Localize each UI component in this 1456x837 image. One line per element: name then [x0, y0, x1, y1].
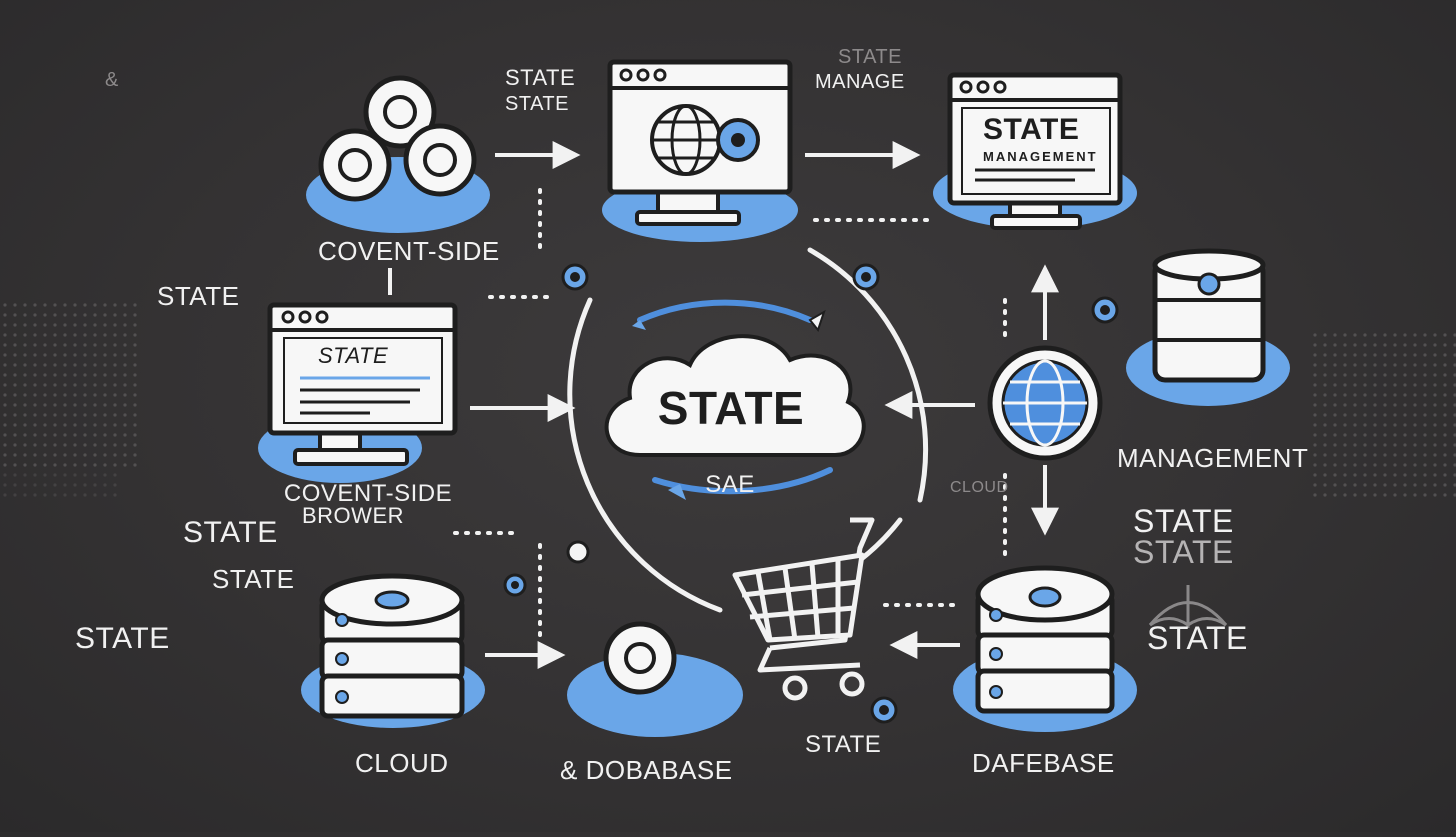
umbrella-icon [1148, 585, 1228, 628]
faint-label: & [105, 69, 119, 91]
left-state-label: STATE [157, 281, 240, 311]
center-title: STATE [657, 382, 805, 434]
browser-globe-icon [602, 59, 798, 242]
browser-left-title: STATE [318, 343, 389, 368]
shopping-cart-icon [732, 517, 875, 701]
left-state-label-3: STATE [212, 564, 295, 594]
manage-label: MANAGE [815, 71, 905, 93]
state-arrow-label-2: STATE [505, 93, 569, 115]
browser-document-icon [933, 72, 1137, 230]
database-right-label: DAFEBASE [972, 748, 1115, 778]
central-cycle-ring [561, 247, 929, 613]
central-cloud [604, 334, 866, 457]
browser-label-line2: BROWER [302, 503, 404, 528]
database-bottom-label: & DOBABASE [560, 755, 733, 785]
browser-doc-subtitle: MANAGEMENT [983, 149, 1098, 164]
center-subtitle: SAE [705, 471, 755, 498]
server-stack-icon-left [301, 573, 485, 728]
client-side-label: COVENT-SIDE [318, 236, 500, 266]
database-icon [1126, 248, 1290, 406]
left-state-label-2: STATE [183, 516, 278, 549]
state-arrow-label-1: STATE [505, 65, 576, 90]
cloud-faint-label: CLOUD [950, 479, 1009, 496]
cloud-label: CLOUD [355, 748, 449, 778]
halftone-left [0, 300, 140, 470]
halftone-right [1310, 330, 1456, 500]
right-state-label-1: STATE [1133, 503, 1234, 539]
dotted-links [453, 188, 1007, 642]
browser-left-icon [258, 302, 458, 483]
state-faint-label: STATE [838, 46, 902, 68]
server-stack-icon-right [953, 565, 1137, 732]
right-state-label-2: STATE [1133, 534, 1234, 570]
globe-icon [987, 296, 1119, 461]
node-icon [503, 573, 743, 737]
node-cluster-icon [306, 75, 490, 233]
management-label: MANAGEMENT [1117, 443, 1309, 473]
left-state-label-4: STATE [75, 622, 170, 655]
right-state-label-3: STATE [1147, 620, 1248, 656]
browser-doc-title: STATE [983, 113, 1080, 146]
browser-label-line1: COVENT-SIDE [283, 480, 453, 507]
state-bottom-label: STATE [805, 731, 882, 758]
connectors [388, 141, 1059, 669]
